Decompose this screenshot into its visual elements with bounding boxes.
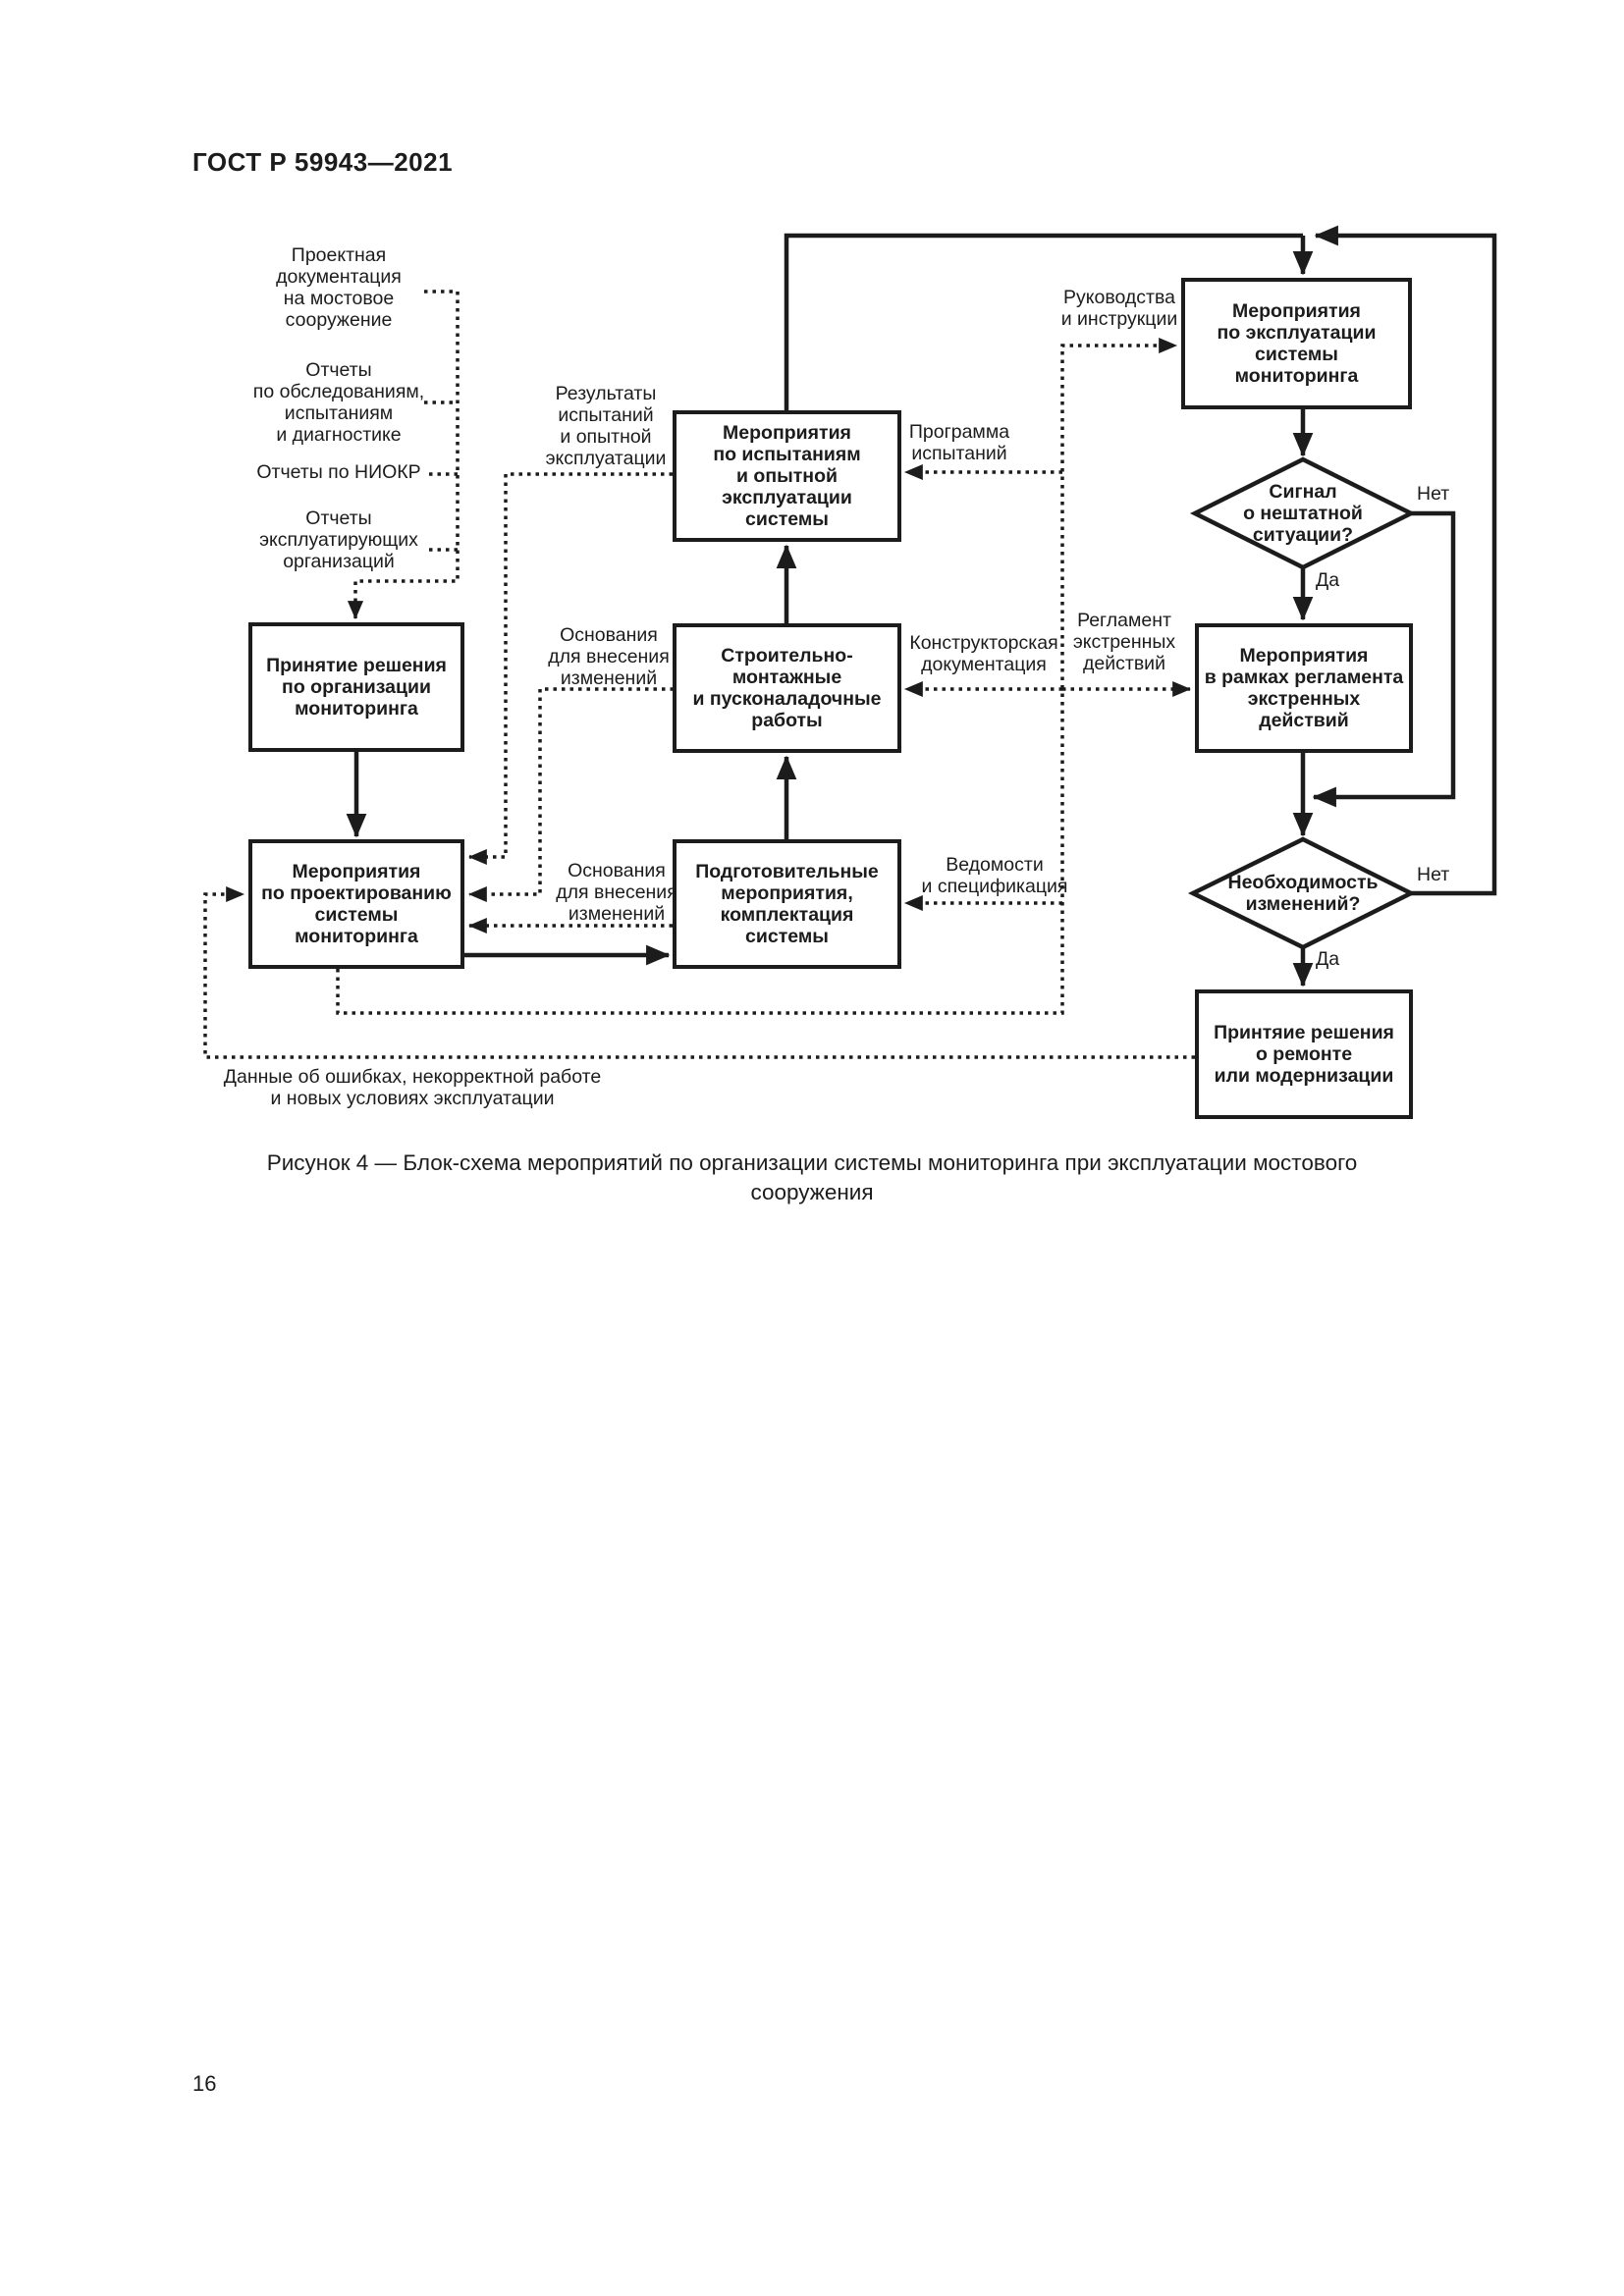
- label-design-docs: Конструкторская документация: [909, 632, 1058, 675]
- edge-testing-to-top-junction: [784, 233, 1303, 410]
- label-signal-no: Нет: [1417, 483, 1450, 505]
- label-change-grounds-1: Основания для внесения изменений: [548, 624, 670, 689]
- edge-needchanges-no-loop: [1314, 225, 1497, 896]
- figure-caption: Рисунок 4 — Блок-схема мероприятий по ор…: [266, 1150, 1358, 1204]
- box-emergency: Мероприятия в рамках регламента экстренн…: [1195, 623, 1413, 753]
- dotted-data-lines: [203, 290, 1195, 1059]
- diamond-need-changes-label: Необходимость изменений?: [1227, 872, 1379, 915]
- edge-error-data-to-design: [203, 885, 1195, 1059]
- box-operation: Мероприятия по эксплуатации системы мони…: [1181, 278, 1412, 409]
- label-change-grounds-2: Основания для внесения изменений: [556, 860, 677, 925]
- edge-test-results-to-design: [467, 472, 673, 866]
- label-input-survey-reports: Отчеты по обследованиям, испытаниям и ди…: [252, 359, 425, 446]
- box-preparation: Подготовительные мероприятия, комплектац…: [673, 839, 901, 969]
- label-emergency-regulations: Регламент экстренных действий: [1072, 610, 1176, 674]
- box-testing: Мероприятия по испытаниям и опытной эксп…: [673, 410, 901, 542]
- edge-construction-grounds-to-design: [467, 687, 674, 903]
- label-input-operator-reports: Отчеты эксплуатирующих организаций: [259, 507, 418, 572]
- box-design: Мероприятия по проектированию системы мо…: [248, 839, 464, 969]
- edge-signal-no-bypass: [1312, 510, 1456, 808]
- label-error-data: Данные об ошибках, некорректной работе и…: [223, 1066, 602, 1109]
- label-manuals: Руководства и инструкции: [1060, 287, 1178, 330]
- label-input-project-docs: Проектная документация на мостовое соору…: [276, 244, 402, 331]
- diamond-signal: [1189, 456, 1417, 570]
- page-number: 16: [192, 2071, 217, 2096]
- solid-flow-lines: [346, 225, 1497, 988]
- diamond-need-changes: [1187, 836, 1417, 950]
- diamond-signal-label: Сигнал о нештатной ситуации?: [1243, 481, 1363, 546]
- decision-diamonds: [1187, 456, 1417, 950]
- box-repair: Принтяие решения о ремонте или модерниза…: [1195, 989, 1413, 1119]
- label-need-changes-no: Нет: [1417, 864, 1450, 885]
- label-lists-specs: Ведомости и спецификация: [921, 854, 1068, 897]
- label-need-changes-yes: Да: [1316, 948, 1340, 970]
- box-construction: Строительно- монтажные и пусконаладочные…: [673, 623, 901, 753]
- box-decision-org: Принятие решения по организации монитори…: [248, 622, 464, 752]
- label-input-niokr-reports: Отчеты по НИОКР: [256, 461, 421, 483]
- label-test-results: Результаты испытаний и опытной эксплуата…: [545, 383, 667, 469]
- label-test-program: Программа испытаний: [908, 421, 1010, 464]
- edge-design-docs-bus: [336, 337, 1178, 1015]
- label-signal-yes: Да: [1316, 569, 1340, 591]
- document-header: ГОСТ Р 59943—2021: [192, 147, 454, 177]
